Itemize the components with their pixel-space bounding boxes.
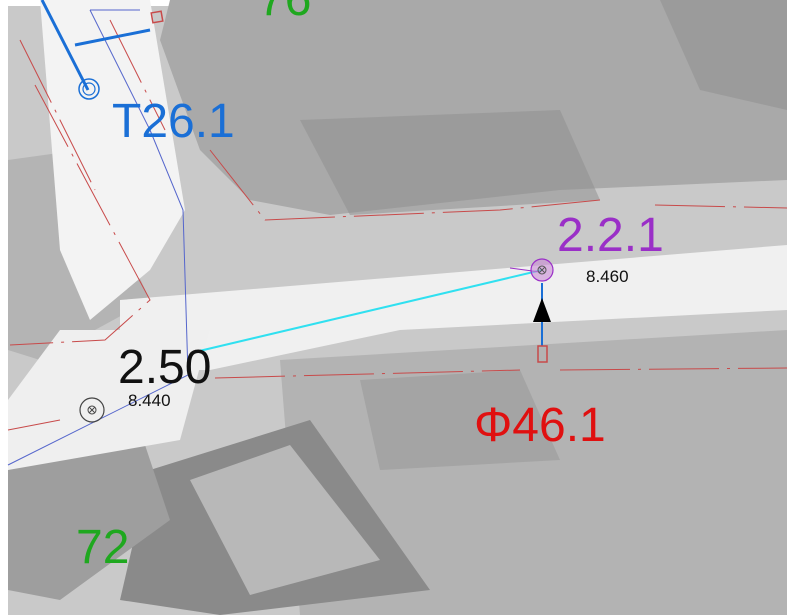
well-circle-icon [78, 78, 100, 100]
arrow-up-icon [533, 283, 551, 346]
label-2-2-1[interactable]: 2.2.1 [557, 209, 664, 262]
label-76-partial: 76 [258, 0, 311, 24]
hydrant-marker-icon [537, 345, 548, 363]
roof-bottom-left [190, 445, 380, 595]
road-main [120, 245, 787, 370]
frame-left [0, 0, 8, 615]
label-72: 72 [76, 521, 130, 574]
building-shadow-top [300, 110, 600, 215]
label-elev-8-460: 8.460 [586, 267, 629, 286]
thin-blue-lines [7, 9, 189, 466]
building-top-right [660, 0, 787, 110]
label-elev-8-440: 8.440 [128, 391, 171, 410]
road-left [40, 0, 185, 320]
manhole-black-icon[interactable] [79, 397, 105, 423]
marker-square-top [150, 10, 164, 24]
parcel-boundaries [7, 19, 787, 431]
building-block-top [160, 0, 787, 215]
roof-bottom-mid [360, 370, 560, 470]
manhole-icon[interactable] [509, 258, 554, 282]
ground-bottom-left [8, 430, 170, 600]
road-junction [8, 330, 210, 470]
blue-network [40, 0, 151, 91]
label-2-50[interactable]: 2.50 [118, 341, 212, 394]
label-t26-1[interactable]: T26.1 [112, 95, 235, 148]
label-phi46-1[interactable]: Φ46.1 [474, 399, 606, 452]
cyan-pipeline [194, 269, 543, 353]
